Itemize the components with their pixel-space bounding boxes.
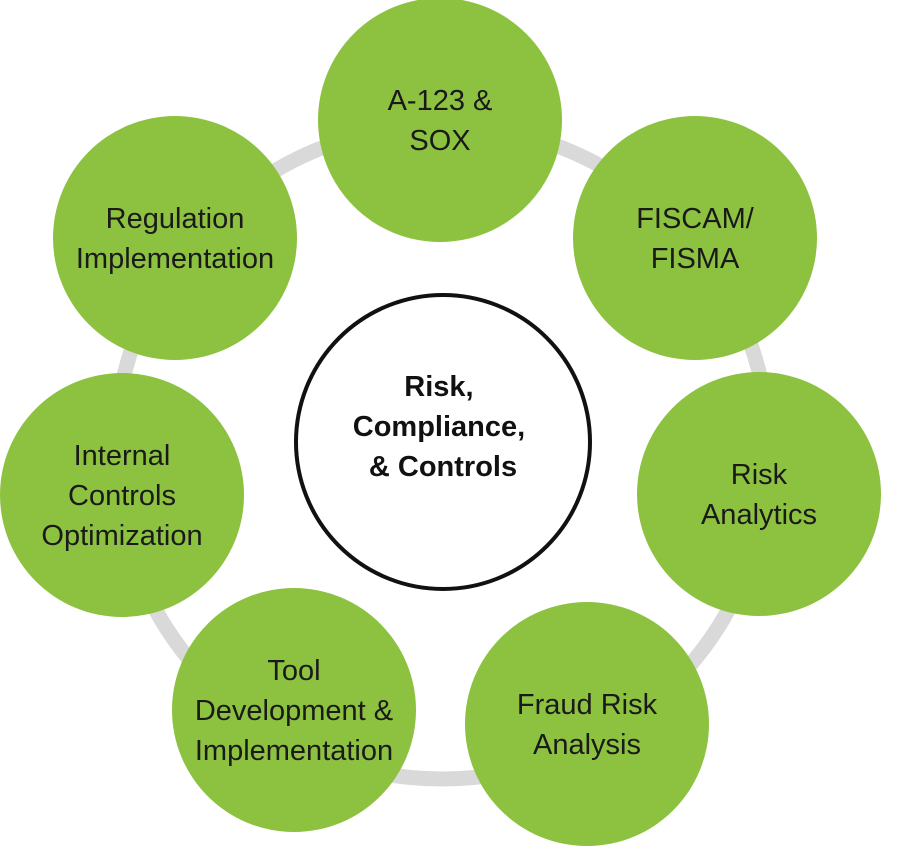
node-circle [637,372,881,616]
node-circle [573,116,817,360]
center-label-line: Compliance, [353,411,525,443]
node-label: A-123 & SOX [388,85,493,157]
node-label-line: Tool [267,655,320,687]
node-label-line: Controls [68,480,176,512]
node-label-line: Fraud Risk [517,689,658,721]
node-label-line: SOX [409,125,470,157]
node-label-line: A-123 & [388,85,493,117]
node-label: FISCAM/FISMA [636,203,755,275]
center-label-line: Risk, [404,371,473,403]
center-label: Risk, Compliance, & Controls [353,371,534,483]
node-label-line: Development & [195,695,393,727]
node-fiscam-fisma: FISCAM/FISMA [573,116,817,360]
node-label-line: FISCAM/ [636,203,755,235]
node-circle [318,0,562,242]
center-circle [294,293,592,591]
node-label-line: Optimization [41,520,202,552]
node-circle [0,373,244,617]
node-label-line: Analysis [533,729,641,761]
node-label-line: Implementation [195,735,393,767]
node-label-line: FISMA [651,243,740,275]
node-label-line: Risk [731,459,788,491]
center-node: Risk, Compliance, & Controls [294,293,592,591]
node-label-line: Implementation [76,243,274,275]
node-circle [53,116,297,360]
node-label-line: Analytics [701,499,817,531]
node-circle [172,588,416,832]
center-label-line: & Controls [369,451,517,483]
node-label-line: Regulation [106,203,245,235]
node-label-line: Internal [74,440,171,472]
node-circle [465,602,709,846]
node-a123-sox: A-123 & SOX [318,0,562,242]
